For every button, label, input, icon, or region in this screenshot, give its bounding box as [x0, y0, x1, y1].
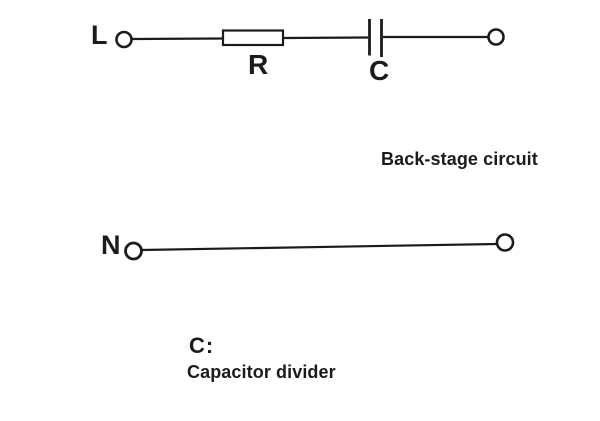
caption-back-stage-circuit: Back-stage circuit [381, 149, 538, 169]
label-c: C [369, 55, 390, 86]
terminal-n-left [124, 241, 143, 261]
schematic-strokes [115, 19, 515, 261]
label-n: N [101, 230, 121, 260]
terminal-l-left [115, 30, 133, 49]
terminal-l-right [487, 28, 505, 46]
terminal-n-right [495, 233, 515, 252]
resistor-symbol [221, 29, 285, 47]
caption-capacitor-divider: Capacitor divider [187, 362, 336, 382]
caption-c-heading: C: [189, 333, 215, 358]
wire-l-left [131, 37, 224, 41]
label-r: R [248, 49, 269, 80]
wire-l-middle [282, 36, 369, 40]
label-l: L [91, 20, 108, 50]
wire-n [141, 242, 498, 252]
